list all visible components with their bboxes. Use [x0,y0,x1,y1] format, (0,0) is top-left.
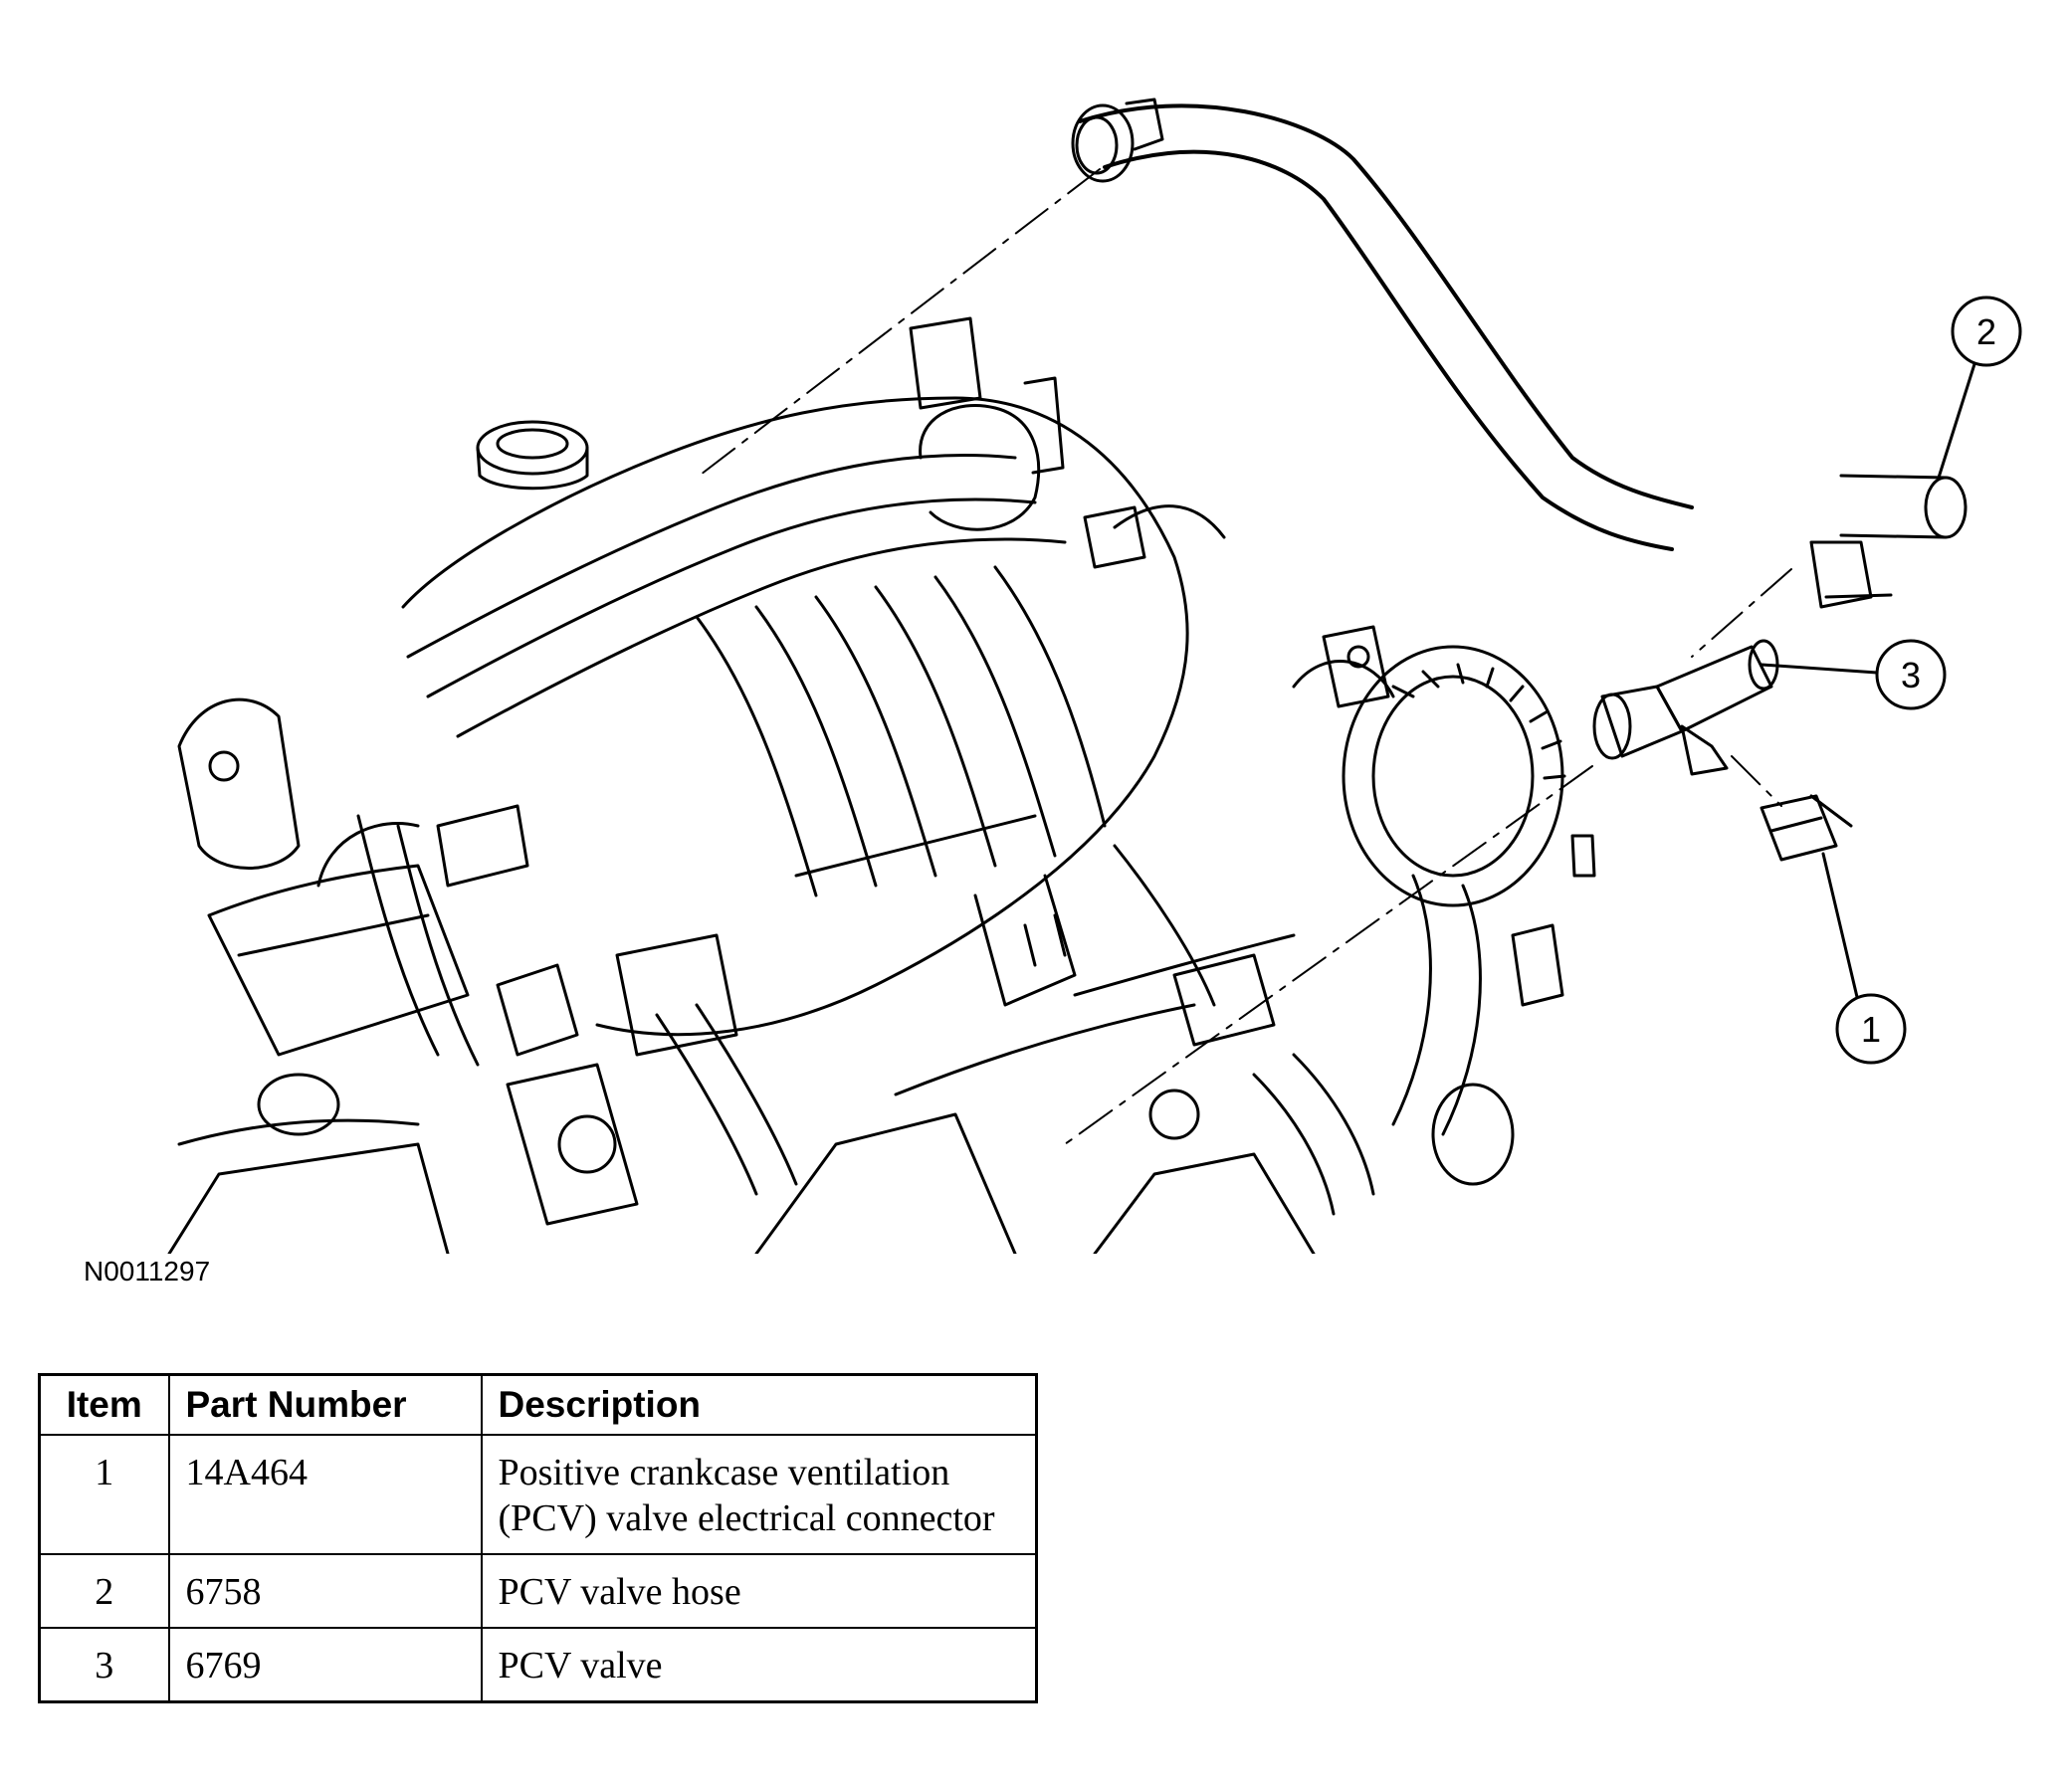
header-description: Description [480,1373,1038,1436]
cell-description: PCV valve hose [480,1552,1038,1629]
table-row: 3 6769 PCV valve [38,1626,1038,1702]
header-part-number: Part Number [167,1373,483,1436]
lower-engine-drawing [754,834,1596,1254]
parts-table: Item Part Number Description 1 14A464 Po… [38,1373,1038,1703]
callout-label-3: 3 [1901,655,1921,695]
callout-label-1: 1 [1861,1009,1881,1050]
pcv-connector-drawing [1760,794,1853,862]
engine-block-drawing [167,697,798,1254]
figure-id: N0011297 [84,1256,211,1287]
cell-part-number: 6769 [167,1626,483,1702]
cell-part-number: 14A464 [167,1433,483,1555]
oil-filler-cap-drawing [476,420,589,491]
callout-markers [1760,296,2022,1065]
generator-drawing [1292,625,1566,907]
pcv-hose-drawing [1071,98,1968,609]
pcv-valve-drawing [1592,639,1779,776]
throttle-body-drawing [909,316,1226,569]
cell-description: PCV valve [480,1626,1038,1702]
alignment-lines [696,168,1792,1145]
table-row: 2 6758 PCV valve hose [38,1552,1038,1629]
table-row: 1 14A464 Positive crankcase ventilation … [38,1433,1038,1555]
callout-label-2: 2 [1976,311,1996,352]
cell-description: Positive crankcase ventilation (PCV) val… [480,1433,1038,1555]
cell-item: 1 [38,1433,170,1555]
intake-manifold-drawing [401,396,1189,1037]
table-header-row: Item Part Number Description [38,1373,1038,1436]
cell-part-number: 6758 [167,1552,483,1629]
header-item: Item [38,1373,170,1436]
cell-item: 2 [38,1552,170,1629]
cell-item: 3 [38,1626,170,1702]
engine-illustration: 2 3 1 [167,98,2022,1254]
